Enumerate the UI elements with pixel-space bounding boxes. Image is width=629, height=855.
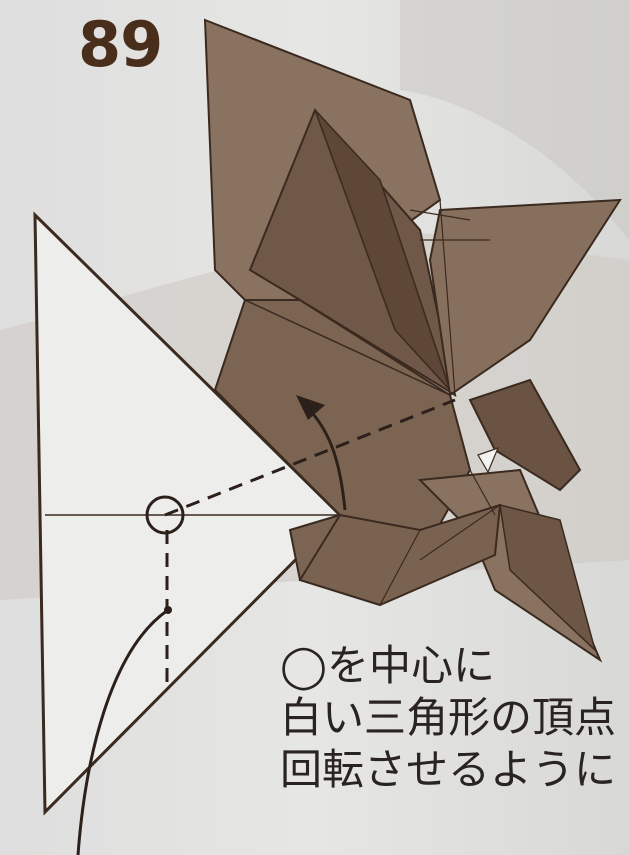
instruction-line-2: 白い三角形の頂点 <box>280 692 629 744</box>
instruction-text: ◯を中心に 白い三角形の頂点 回転させるように <box>280 640 629 796</box>
white-notch <box>478 448 498 472</box>
arrow-start-dot <box>164 606 172 614</box>
instruction-line-1: ◯を中心に <box>280 640 629 692</box>
model-right-wing <box>430 200 620 395</box>
instruction-line-3: 回転させるように <box>280 744 629 796</box>
